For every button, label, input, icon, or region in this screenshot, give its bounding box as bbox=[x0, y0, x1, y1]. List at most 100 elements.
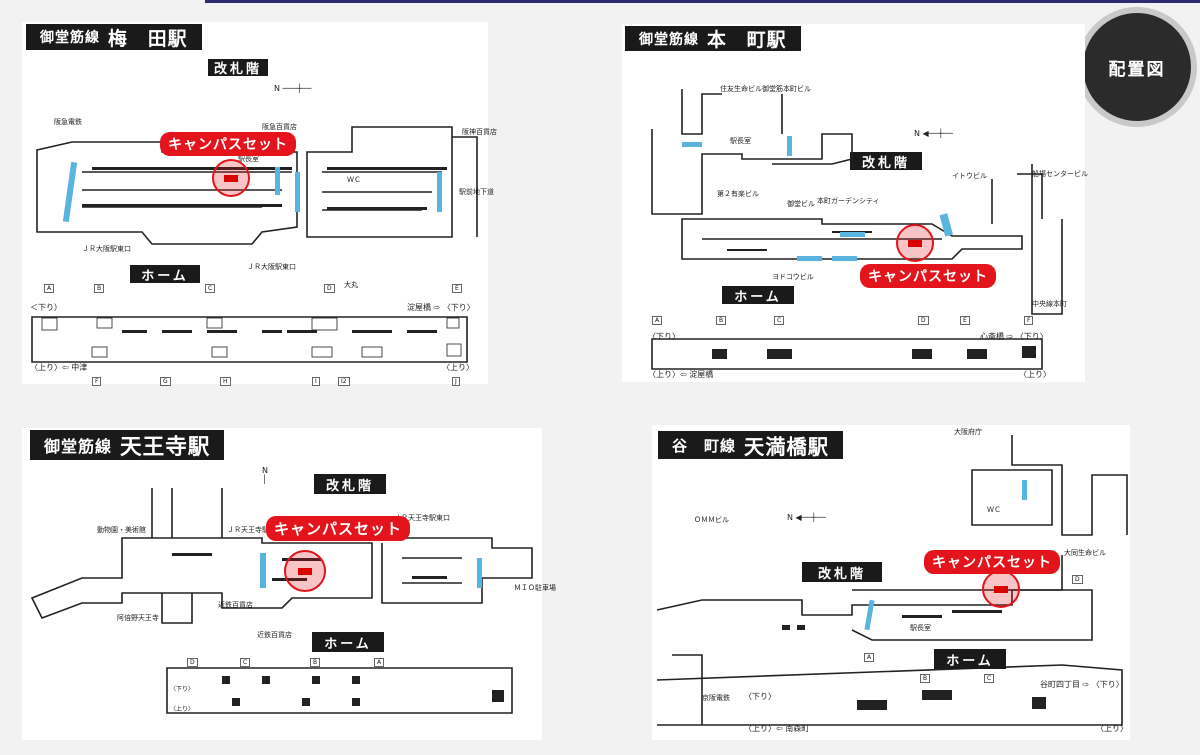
north-arrow: N ◀──┼── bbox=[914, 129, 953, 138]
label: 駅長室 bbox=[238, 155, 259, 163]
exit-B: B bbox=[716, 316, 727, 325]
label: 阪神百貨店 bbox=[462, 128, 497, 136]
map-tenmabashi: 谷 町線 天満橋駅 改札階 N ◀──┼── 大阪府庁 ＯＭＭビル 大同生命ビル bbox=[652, 425, 1130, 740]
exit-B: B bbox=[920, 674, 931, 683]
exit-D: D bbox=[1072, 575, 1083, 584]
label: 本町ガーデンシティ bbox=[817, 197, 880, 205]
campus-set-marker bbox=[896, 224, 934, 262]
exit-E: E bbox=[960, 316, 970, 325]
campus-set-marker bbox=[284, 550, 326, 592]
campus-set-callout: キャンパスセット bbox=[924, 550, 1060, 574]
up-end: 〈上り〉 bbox=[1019, 370, 1051, 379]
exit-C: C bbox=[240, 658, 251, 667]
concourse-tag: 改札階 bbox=[802, 562, 882, 582]
concourse-plan bbox=[651, 89, 1063, 370]
label: 第２有楽ビル bbox=[717, 190, 759, 198]
map-honmachi: 御堂筋線 本 町駅 改札階 N ◀──┼── bbox=[622, 24, 1088, 382]
down-direction: 〈下り〉 bbox=[170, 686, 195, 693]
label: ＷＣ bbox=[987, 506, 1001, 514]
layout-badge: 配置図 bbox=[1077, 7, 1197, 127]
campus-set-marker bbox=[212, 159, 250, 197]
campus-set-callout: キャンパスセット bbox=[160, 132, 296, 156]
down-destination: 淀屋橋 ⇨ 〈下り〉 bbox=[407, 303, 475, 312]
map-title: 御堂筋線 梅 田駅 bbox=[26, 24, 202, 50]
campus-set-marker bbox=[982, 570, 1020, 608]
label: ＪＲ天王寺駅東口 bbox=[394, 514, 450, 522]
down-direction: 〈下り〉 bbox=[648, 332, 680, 341]
map-title: 御堂筋線 天王寺駅 bbox=[30, 430, 225, 460]
up-direction: 〈上り〉⇦ 南森町 bbox=[744, 724, 810, 733]
station-name: 梅 田駅 bbox=[108, 27, 188, 50]
label: 近鉄百貨店 bbox=[257, 631, 292, 639]
exit-A: A bbox=[864, 653, 875, 662]
label: 動物園・美術館 bbox=[97, 526, 146, 534]
exit-C: C bbox=[774, 316, 785, 325]
north-arrow: N│ bbox=[262, 466, 268, 484]
concourse-tag: 改札階 bbox=[314, 474, 386, 494]
platform-tag: ホーム bbox=[934, 649, 1006, 669]
campus-set-callout: キャンパスセット bbox=[860, 264, 996, 288]
down-destination: 心斎橋 ⇨ 〈下り〉 bbox=[980, 332, 1048, 341]
exit-A: A bbox=[652, 316, 663, 325]
badge-text: 配置図 bbox=[1083, 13, 1191, 121]
platform-tag: ホーム bbox=[130, 265, 200, 284]
label: ヨドコウビル bbox=[772, 273, 814, 281]
station-name: 天王寺駅 bbox=[120, 434, 211, 460]
label: 駅長室 bbox=[910, 624, 931, 632]
label: 大阪府庁 bbox=[954, 428, 982, 436]
label: 御堂ビル bbox=[787, 200, 815, 208]
label: ＪＲ大阪駅東口 bbox=[247, 263, 296, 271]
line-name: 谷 町線 bbox=[672, 436, 737, 455]
campus-set-callout: キャンパスセット bbox=[266, 516, 411, 541]
top-rule bbox=[205, 0, 1200, 3]
label: 中央線本町 bbox=[1032, 300, 1067, 308]
label: 住友生命ビル bbox=[720, 85, 762, 93]
exit-C: C bbox=[205, 284, 216, 293]
label: 大同生命ビル bbox=[1064, 549, 1106, 557]
label: 阿倍野天王寺 bbox=[117, 614, 159, 622]
concourse-tag: 改札階 bbox=[850, 152, 922, 171]
label: 近鉄百貨店 bbox=[218, 601, 253, 609]
line-name: 御堂筋線 bbox=[40, 30, 100, 46]
line-name: 御堂筋線 bbox=[44, 437, 113, 456]
down-direction: ＜下り） bbox=[30, 303, 62, 312]
exit-I: I bbox=[312, 377, 320, 386]
exit-D: D bbox=[324, 284, 335, 293]
exit-G: G bbox=[160, 377, 171, 386]
exit-A: A bbox=[374, 658, 385, 667]
label: ＪＲ大阪駅東口 bbox=[82, 245, 131, 253]
up-direction: 〈上り〉⇦ 中津 bbox=[30, 363, 88, 372]
exit-C: C bbox=[984, 674, 995, 683]
label: ＪＲ天王寺駅 bbox=[227, 526, 269, 534]
label: ＯＭＭビル bbox=[694, 516, 729, 524]
label: 阪急百貨店 bbox=[262, 123, 297, 131]
exit-F: F bbox=[1024, 316, 1034, 325]
platform-tag: ホーム bbox=[722, 286, 794, 305]
up-end: 〈上り〉 bbox=[442, 363, 474, 372]
label: ＭＩＯ駐車場 bbox=[514, 584, 556, 592]
label: 駅長室 bbox=[730, 137, 751, 145]
label: 駅前地下道 bbox=[459, 188, 494, 196]
station-name: 天満橋駅 bbox=[744, 434, 830, 459]
label: 船場センタービル bbox=[1032, 170, 1088, 178]
map-tennoji: 御堂筋線 天王寺駅 改札階 N│ bbox=[22, 428, 556, 740]
up-end: 〈上り〉 bbox=[1096, 724, 1128, 733]
label: ＷＣ bbox=[347, 176, 361, 184]
concourse-plan bbox=[30, 488, 533, 714]
exit-A: A bbox=[44, 284, 55, 293]
label: イトウビル bbox=[952, 172, 987, 180]
exit-F: F bbox=[92, 377, 102, 386]
concourse-plan bbox=[31, 126, 478, 363]
label: 京阪電鉄 bbox=[702, 694, 730, 702]
map-title: 御堂筋線 本 町駅 bbox=[625, 26, 801, 51]
exit-B: B bbox=[94, 284, 105, 293]
north-arrow: N ◀──┼── bbox=[787, 513, 826, 522]
label: 阪急電鉄 bbox=[54, 118, 82, 126]
exit-B: B bbox=[310, 658, 321, 667]
exit-D: D bbox=[918, 316, 929, 325]
exit-I2: I2 bbox=[338, 377, 350, 386]
exit-E: E bbox=[452, 284, 462, 293]
concourse-tag: 改札階 bbox=[208, 59, 268, 77]
line-name: 御堂筋線 bbox=[639, 31, 699, 48]
station-name: 本 町駅 bbox=[707, 29, 787, 51]
